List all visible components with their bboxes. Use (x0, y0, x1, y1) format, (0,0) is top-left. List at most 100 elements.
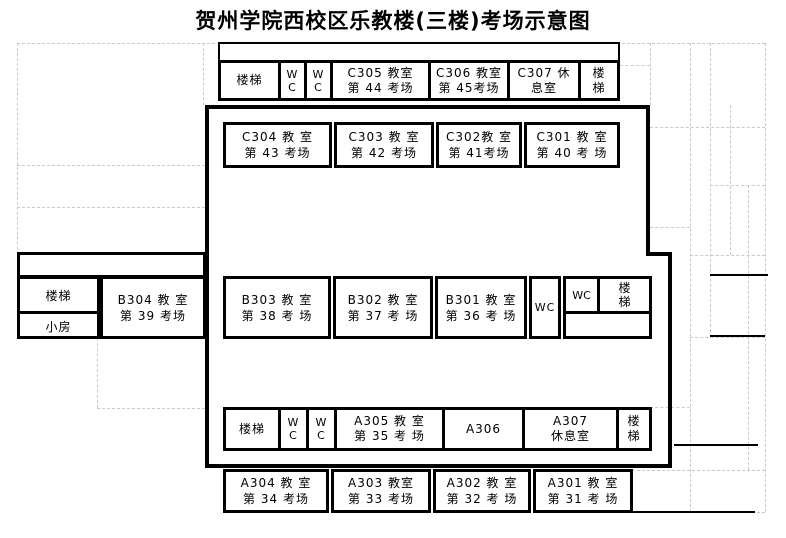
gridline (765, 43, 766, 512)
room-label: C306 教室 (435, 65, 503, 80)
gridline (620, 65, 650, 66)
room-a304: A304 教 室第 34 考场 (223, 469, 329, 513)
gridline (690, 43, 691, 512)
room-label: 第 33 考场 (348, 492, 414, 506)
empty-cell-b-row (566, 314, 649, 339)
room-label: 楼 (618, 281, 631, 295)
corridor-band-left (17, 252, 206, 278)
room-label: A303 教室 (348, 476, 414, 490)
room-label: 第 43 考场 (244, 146, 311, 160)
stairs-b-row: 楼梯 (600, 279, 649, 311)
room-label: C302教 室 (445, 130, 513, 144)
room-b302: B302 教 室第 37 考 场 (333, 276, 433, 339)
room-c306: C306 教室第 45考场 (431, 63, 510, 98)
room-label: A306 (465, 421, 502, 436)
room-label: 楼 (627, 414, 641, 428)
room-label: 第 35 考 场 (354, 429, 425, 443)
room-label: C307 休 (517, 65, 571, 80)
page-title: 贺州学院西校区乐教楼(三楼)考场示意图 (195, 9, 591, 33)
central-block-wall-right-upper (646, 105, 650, 256)
room-label: C (289, 429, 298, 442)
room-label: C (288, 80, 297, 94)
gridline (690, 255, 765, 256)
room-label: 第 37 考 场 (347, 308, 419, 323)
left-stairs-column: 楼梯 小房 (17, 276, 100, 339)
room-a303: A303 教室第 33 考场 (331, 469, 431, 513)
room-label: A305 教 室 (354, 414, 425, 428)
room-label: B304 教 室 (117, 292, 189, 307)
room-label: 休息室 (550, 429, 590, 443)
room-label: A307 (552, 414, 589, 428)
room-label: 第 45考场 (438, 80, 500, 95)
room-label: C301 教 室 (536, 130, 608, 144)
room-label: 第 42 考场 (351, 146, 417, 160)
room-b301: B301 教 室第 36 考 场 (435, 276, 527, 339)
room-label: A301 教 室 (547, 476, 619, 490)
room-label: 第 39 考场 (120, 308, 186, 323)
stairs-a-right: 楼梯 (619, 410, 649, 448)
gridline (17, 207, 205, 208)
room-label: C (317, 429, 326, 442)
room-label: W (315, 416, 328, 429)
gridline (97, 338, 98, 408)
room-label: W (312, 67, 325, 81)
wc-b-row: WC (529, 276, 561, 339)
room-label: 梯 (618, 295, 631, 309)
room-c305: C305 教室第 44 考场 (333, 63, 431, 98)
small-room: 小房 (20, 314, 97, 339)
gridline (748, 185, 749, 470)
stairs-top-right: 楼梯 (581, 63, 617, 98)
room-label: 第 41考场 (448, 146, 510, 160)
room-label: 第 44 考场 (347, 80, 414, 95)
corridor-strip-top (218, 42, 620, 62)
gridline (650, 127, 765, 128)
room-label: 第 40 考 场 (536, 146, 608, 160)
wc-b-row-small: WC (566, 279, 600, 311)
stairs-a-left: 楼梯 (226, 410, 281, 448)
room-label: B303 教 室 (241, 292, 313, 307)
gridline (97, 408, 205, 409)
room-label: W (286, 67, 299, 81)
room-a301: A301 教 室第 31 考 场 (533, 469, 633, 513)
central-block-wall-step (646, 252, 672, 256)
room-label: C303 教 室 (348, 130, 420, 144)
gridline (690, 337, 765, 338)
room-c304: C304 教 室第 43 考场 (223, 122, 332, 168)
room-label: WC (572, 288, 591, 302)
right-wing-line (710, 274, 768, 276)
central-block-wall-left (205, 105, 209, 468)
room-label: WC (534, 301, 556, 314)
room-label: 第 38 考 场 (241, 308, 313, 323)
bottom-extension-line (633, 511, 755, 513)
right-wing-line (710, 335, 765, 337)
right-wing-line (674, 444, 758, 446)
stairs-left: 楼梯 (20, 279, 97, 314)
room-label: C304 教 室 (242, 130, 313, 144)
room-label: B302 教 室 (347, 292, 419, 307)
gridline (730, 105, 731, 255)
room-label: 楼梯 (45, 288, 72, 303)
stairs-top-left: 楼梯 (221, 63, 281, 98)
room-label: 第 34 考场 (243, 492, 309, 506)
room-label: C (314, 80, 323, 94)
room-label: 第 36 考 场 (445, 308, 517, 323)
central-block-wall-right-lower (668, 252, 672, 468)
room-b304: B304 教 室第 39 考场 (100, 276, 206, 339)
room-label: C305 教室 (347, 65, 414, 80)
room-label: 楼 (592, 65, 606, 80)
gridline (203, 43, 204, 105)
room-c307-lounge: C307 休息室 (510, 63, 581, 98)
room-label: 楼梯 (238, 421, 265, 436)
gridline (17, 43, 18, 339)
room-c302: C302教 室第 41考场 (436, 122, 522, 168)
room-b303: B303 教 室第 38 考 场 (223, 276, 331, 339)
room-label: 梯 (592, 80, 606, 95)
gridline (17, 165, 205, 166)
